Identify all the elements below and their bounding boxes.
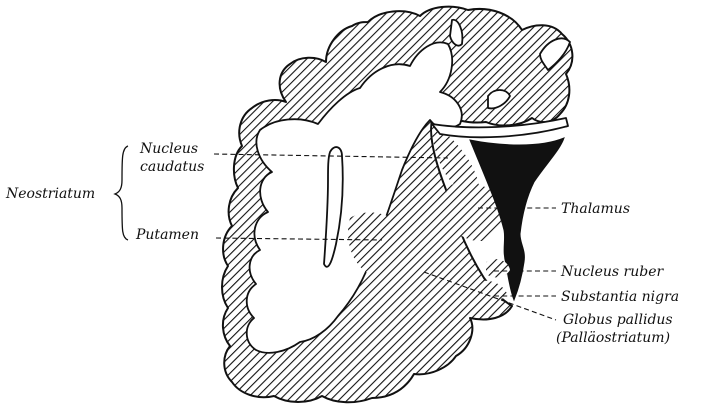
label-globus-pallidus-1: Globus pallidus <box>563 312 673 328</box>
label-globus-pallidus-2: (Palläostriatum) <box>556 330 670 346</box>
label-nucleus-caudatus-1: Nucleus <box>139 141 198 157</box>
neostriatum-bracket <box>115 146 128 240</box>
label-putamen: Putamen <box>135 227 199 243</box>
label-substantia-nigra: Substantia nigra <box>561 289 679 305</box>
label-thalamus: Thalamus <box>561 201 630 217</box>
label-nucleus-ruber: Nucleus ruber <box>560 264 664 280</box>
label-nucleus-caudatus-2: caudatus <box>140 159 204 175</box>
label-neostriatum: Neostriatum <box>5 186 95 202</box>
